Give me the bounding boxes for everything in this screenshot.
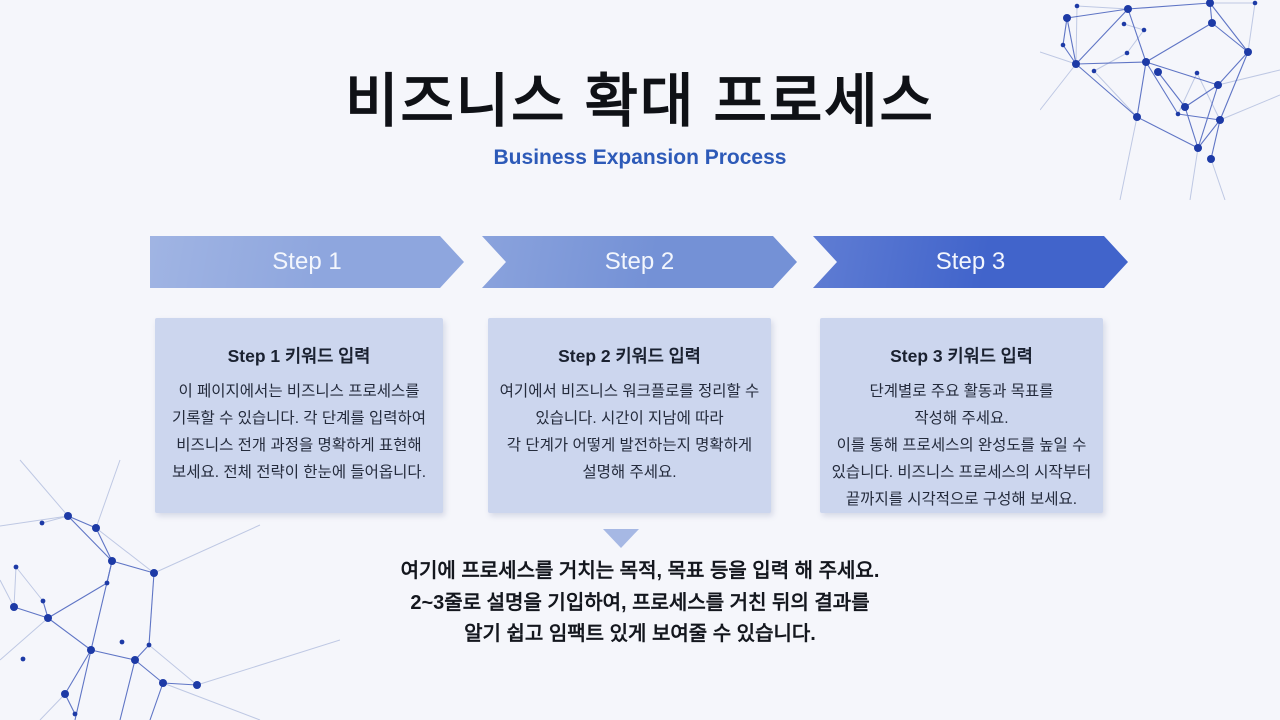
step-card-title: Step 3 키워드 입력 <box>890 346 1033 366</box>
step-card-text-line: 단계별로 주요 활동과 목표를 <box>869 383 1054 400</box>
step-card-title: Step 1 키워드 입력 <box>227 346 371 366</box>
step-arrow-2: Step 2 <box>482 236 797 288</box>
step-card-text-line: 있습니다. 시간이 지남에 따라 <box>535 410 724 427</box>
step-card-text-line: 비즈니스 전개 과정을 명확하게 표현해 <box>176 437 422 454</box>
step-card-text-line: 여기에서 비즈니스 워크플로를 정리할 수 <box>499 383 760 400</box>
step-card-text-line: 이 페이지에서는 비즈니스 프로세스를 <box>178 383 420 400</box>
step-card-2: Step 2 키워드 입력 여기에서 비즈니스 워크플로를 정리할 수 있습니다… <box>488 318 771 513</box>
step-card-body: 여기에서 비즈니스 워크플로를 정리할 수 있습니다. 시간이 지남에 따라 각… <box>488 378 771 486</box>
page-title: 비즈니스 확대 프로세스 <box>345 69 935 134</box>
step-arrow-1: Step 1 <box>150 236 464 288</box>
step-card-body: 이 페이지에서는 비즈니스 프로세스를 기록할 수 있습니다. 각 단계를 입력… <box>155 378 443 486</box>
step-card-1: Step 1 키워드 입력 이 페이지에서는 비즈니스 프로세스를 기록할 수 … <box>155 318 443 513</box>
step-card-3: Step 3 키워드 입력 단계별로 주요 활동과 목표를 작성해 주세요. 이… <box>820 318 1103 513</box>
step-card-body: 단계별로 주요 활동과 목표를 작성해 주세요. 이를 통해 프로세스의 완성도… <box>820 378 1103 513</box>
step-arrow-label: Step 2 <box>604 248 675 275</box>
step-card-text-line: 끝까지를 시각적으로 구성해 보세요. <box>845 491 1078 508</box>
step-arrow-label: Step 3 <box>935 248 1006 275</box>
step-card-text-line: 기록할 수 있습니다. 각 단계를 입력하여 <box>172 410 426 427</box>
step-arrow-label: Step 1 <box>272 248 342 275</box>
summary-line: 알기 쉽고 임팩트 있게 보여줄 수 있습니다. <box>464 623 816 645</box>
step-card-text-line: 이를 통해 프로세스의 완성도를 높일 수 <box>836 437 1087 454</box>
step-card-text-line: 각 단계가 어떻게 발전하는지 명확하게 <box>506 437 753 454</box>
down-arrow-icon <box>603 529 639 548</box>
page-subtitle: Business Expansion Process <box>493 146 787 169</box>
summary-line: 2~3줄로 설명을 기입하여, 프로세스를 거친 뒤의 결과를 <box>410 591 870 614</box>
summary-line: 여기에 프로세스를 거치는 목적, 목표 등을 입력 해 주세요. <box>400 560 880 582</box>
step-arrow-3: Step 3 <box>813 236 1128 288</box>
step-card-text-line: 작성해 주세요. <box>914 410 1009 427</box>
step-card-title: Step 2 키워드 입력 <box>558 346 701 366</box>
step-card-text-line: 보세요. 전체 전략이 한눈에 들어옵니다. <box>172 464 426 481</box>
step-card-text-line: 있습니다. 비즈니스 프로세스의 시작부터 <box>831 464 1092 481</box>
step-card-text-line: 설명해 주세요. <box>582 464 677 481</box>
summary-text: 여기에 프로세스를 거치는 목적, 목표 등을 입력 해 주세요. 2~3줄로 … <box>0 556 1280 651</box>
